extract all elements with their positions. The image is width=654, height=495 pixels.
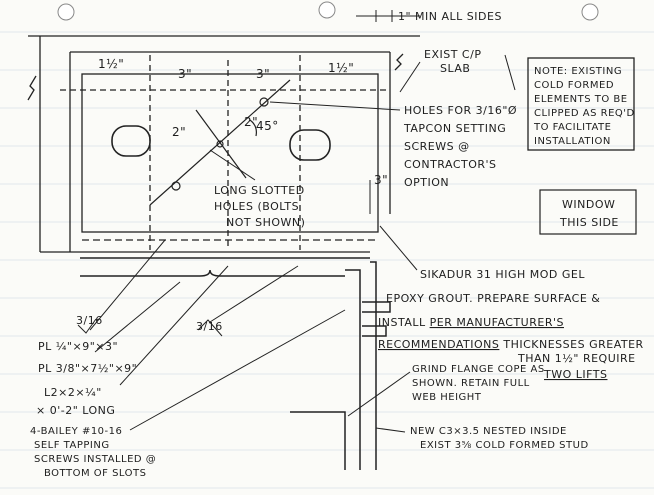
label-holes-3: SCREWS @ — [404, 140, 470, 153]
bailey-line-3: SCREWS INSTALLED @ — [34, 454, 156, 465]
dim-4: 1½" — [328, 61, 354, 75]
note-line-5: TO FACILITATE — [533, 122, 611, 133]
existing-slab — [27, 35, 420, 253]
note-line-6: INSTALLATION — [534, 136, 611, 147]
window-line-2: THIS SIDE — [559, 216, 619, 229]
window-line-1: WINDOW — [562, 198, 615, 211]
plate-label-1: PL ¼"×9"×3" — [38, 340, 118, 353]
ruled-lines — [0, 31, 654, 489]
binder-hole-center — [318, 1, 336, 19]
bailey-line-1: 4-BAILEY #10-16 — [30, 426, 122, 437]
angle-label-1: L2×2×¼" — [44, 386, 102, 399]
plate-label-2: PL 3/8"×7½"×9" — [38, 362, 137, 375]
slotted-hole-left — [111, 125, 151, 157]
label-slotted-3: NOT SHOWN) — [226, 216, 305, 229]
dim-3: 3" — [256, 67, 270, 81]
window-box — [539, 189, 637, 235]
weld-label-1: 3/16 — [76, 314, 103, 327]
dim-2: 3" — [178, 67, 192, 81]
epoxy-line-1: SIKADUR 31 HIGH MOD GEL — [420, 268, 585, 281]
note-line-1: NOTE: EXISTING — [534, 66, 622, 77]
binder-hole-right — [581, 3, 599, 21]
bailey-line-4: BOTTOM OF SLOTS — [44, 468, 146, 479]
grind-line-3: WEB HEIGHT — [412, 392, 482, 403]
note-line-4: CLIPPED AS REQ'D — [534, 108, 635, 119]
slotted-hole-right — [289, 129, 331, 161]
epoxy-line-3: INSTALL PER MANUFACTURER'S — [378, 316, 564, 329]
label-slotted-1: LONG SLOTTED — [214, 184, 305, 197]
label-slotted-2: HOLES (BOLTS — [214, 200, 299, 213]
dim-side: 3" — [374, 173, 388, 187]
label-holes-4: CONTRACTOR'S — [404, 158, 497, 171]
epoxy-line-4: RECOMMENDATIONS THICKNESSES GREATER — [378, 338, 644, 351]
c3-line-1: NEW C3×3.5 NESTED INSIDE — [410, 426, 567, 437]
weld-symbols — [77, 318, 223, 337]
label-exist-slab: EXIST C/P — [424, 48, 481, 61]
steel-angle-and-channel — [80, 257, 391, 470]
angle-label-2: × 0'-2" LONG — [36, 404, 115, 417]
epoxy-line-2: EPOXY GROUT. PREPARE SURFACE & — [386, 292, 600, 305]
grind-line-2: SHOWN. RETAIN FULL — [412, 378, 530, 389]
epoxy-line-6: TWO LIFTS — [543, 368, 607, 381]
label-holes-2: TAPCON SETTING — [403, 122, 506, 135]
binder-hole-left — [57, 3, 75, 21]
tapcon-holes — [149, 79, 291, 206]
c3-line-2: EXIST 3⅝ COLD FORMED STUD — [420, 440, 589, 451]
label-exist-slab-2: SLAB — [440, 62, 470, 75]
embed-plate — [60, 55, 390, 250]
dim-top-edge: 1" MIN ALL SIDES — [398, 10, 502, 23]
note-line-3: ELEMENTS TO BE — [534, 94, 628, 105]
leader-lines — [89, 54, 516, 433]
bailey-line-2: SELF TAPPING — [34, 440, 110, 451]
weld-label-2: 3/16 — [196, 320, 223, 333]
grind-line-1: GRIND FLANGE COPE AS — [412, 364, 545, 375]
label-holes-5: OPTION — [404, 176, 449, 189]
dim-angle-leg: 2" — [244, 115, 258, 129]
dim-angle: 45° — [256, 119, 279, 133]
dim-hole-spacing: 2" — [172, 125, 186, 139]
dimension-lines — [356, 10, 420, 214]
dim-1: 1½" — [98, 57, 124, 71]
note-line-2: COLD FORMED — [534, 80, 614, 91]
label-holes-1: HOLES FOR 3/16"Ø — [404, 104, 517, 117]
note-box — [527, 57, 635, 151]
epoxy-line-5: THAN 1½" REQUIRE — [517, 352, 636, 365]
